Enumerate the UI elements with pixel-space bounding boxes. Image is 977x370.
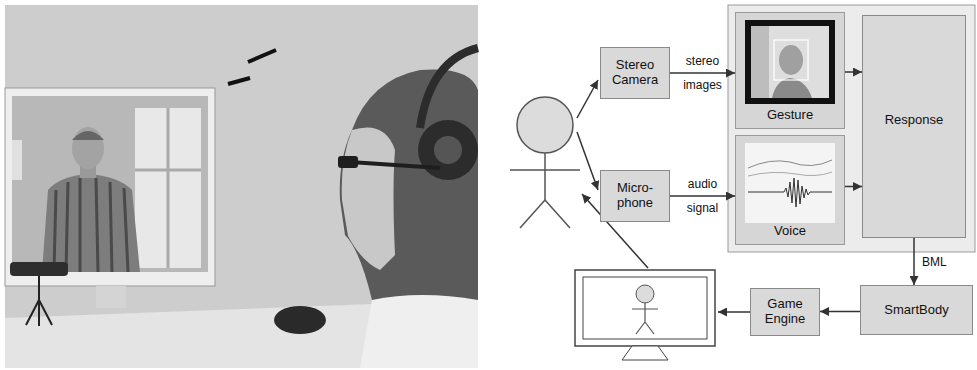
tracking-image [751, 26, 829, 98]
lab-photo [5, 5, 478, 368]
headphone-cup-inner [434, 136, 462, 164]
node-label: Game Engine [756, 297, 814, 327]
module-panel: Voice [735, 135, 845, 245]
engine-to-monitor-arrow [718, 311, 750, 313]
node-label: Stereo Camera [606, 58, 664, 88]
voice-panel-fill [735, 135, 845, 245]
monitor-stand [622, 346, 668, 360]
pitch-curve [748, 160, 832, 168]
screen-figure-body [632, 303, 658, 334]
figure-arms [510, 169, 580, 171]
system-panel [728, 5, 975, 252]
user-figure [510, 97, 580, 228]
tracked-shoulders [772, 78, 812, 98]
flow-arrow [670, 72, 735, 74]
flow-arrow [845, 186, 862, 188]
monitor-frame [575, 270, 715, 346]
edge-label: BML [922, 254, 962, 270]
person-shirt [360, 295, 478, 368]
window-frame [167, 108, 170, 268]
monitor-screen [12, 96, 208, 272]
edge-label: stereo images [681, 49, 725, 97]
mic-boom [350, 162, 440, 168]
audio-waveform [748, 178, 832, 207]
camera-tripod [26, 276, 52, 326]
flow-arrow [913, 238, 915, 285]
node-label: Voice [774, 224, 806, 239]
monitor-screen [583, 277, 707, 339]
display-monitor [575, 270, 715, 360]
gesture-panel-fill [735, 12, 845, 129]
desk-phone [274, 306, 326, 334]
tracking-background [751, 26, 769, 98]
response-box: Response [862, 15, 966, 238]
user-to-mic-arrow [577, 132, 598, 190]
gesture-picture [745, 20, 835, 104]
face-box [774, 40, 808, 80]
flow-arrow [820, 311, 860, 313]
energy-curve [748, 172, 832, 176]
node-label: Response [885, 113, 944, 128]
edge-label: audio signal [681, 172, 725, 220]
process-box: Game Engine [750, 288, 820, 336]
waveform-panel [745, 143, 835, 223]
avatar-hair [72, 131, 104, 140]
wall-mark [248, 50, 276, 62]
node-label: Micro- phone [606, 181, 664, 211]
headphone-band [420, 48, 478, 128]
figure-leg [545, 200, 570, 228]
photo-wall [5, 5, 478, 368]
node-label: Gesture [767, 108, 813, 123]
voice-picture [745, 143, 835, 223]
wall-mark [228, 78, 250, 84]
screen-window [135, 108, 201, 268]
window-frame [135, 169, 201, 172]
monitor-stand [96, 286, 126, 308]
screen-figure-head [636, 285, 654, 303]
flow-arrow [845, 71, 862, 73]
shirt-stripes [54, 178, 128, 272]
process-box: SmartBody [860, 285, 973, 335]
flow-arrow [670, 195, 735, 197]
stereo-camera [10, 262, 68, 276]
mic-head [338, 156, 358, 168]
photo-monitor [5, 88, 215, 286]
user-to-camera-arrow [577, 80, 598, 118]
avatar-head [72, 127, 104, 169]
tracked-face [779, 45, 803, 75]
tracking-frame [745, 20, 835, 104]
person-hair [340, 69, 478, 368]
module-panel: Gesture [735, 12, 845, 129]
avatar-shirt [42, 174, 140, 272]
figure-leg [520, 200, 545, 228]
node-label: SmartBody [884, 303, 948, 318]
input-device-box: Stereo Camera [600, 47, 670, 99]
screen-frame-left [12, 140, 22, 180]
person-face [342, 128, 395, 271]
input-device-box: Micro- phone [600, 170, 670, 222]
headphone-cup [418, 120, 478, 180]
figure-head [517, 97, 573, 153]
figure-body [544, 153, 546, 200]
